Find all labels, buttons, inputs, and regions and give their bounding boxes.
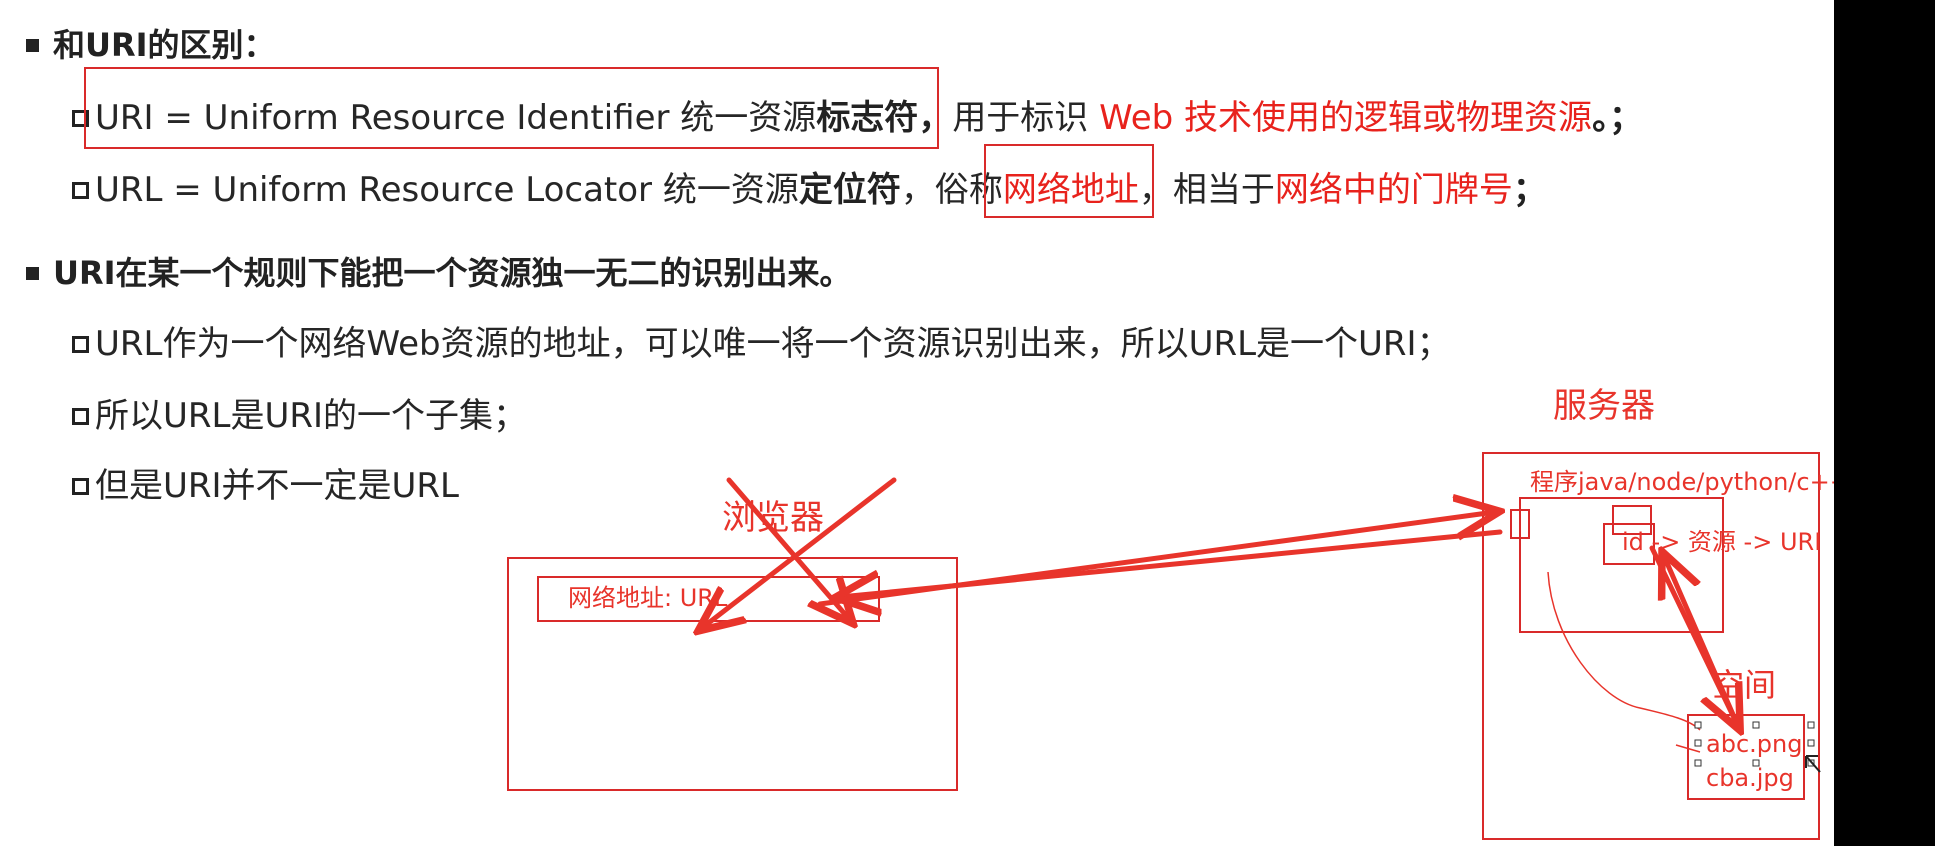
checkbox-bullet-icon (72, 478, 89, 495)
checkbox-bullet-icon (72, 182, 89, 199)
list-item: 但是URI并不一定是URL (72, 458, 459, 507)
list-item: 所以URL是URI的一个子集； (72, 388, 527, 437)
url-line-suffix: ； (1512, 170, 1547, 210)
cross-arrow-down-left (702, 477, 897, 628)
right-black-panel (1834, 0, 1935, 846)
url-line-red1: 网络地址 (1002, 170, 1139, 210)
selection-handle (1752, 721, 1760, 729)
list-item-text: 但是URI并不一定是URL (95, 466, 459, 506)
selection-handle (1807, 739, 1815, 747)
checkbox-bullet-icon (72, 110, 89, 127)
uri-definition-line: URI = Uniform Resource Identifier 统一资源标志… (72, 90, 1643, 139)
square-bullet-icon (26, 39, 39, 52)
selection-handle (1694, 739, 1702, 747)
selection-handle (1807, 721, 1815, 729)
url-line-red2: 网络中的门牌号 (1274, 170, 1513, 210)
uri-line-suffix: 。； (1592, 98, 1644, 138)
uri-highlight-box (84, 67, 939, 149)
resource-return-arrow (1664, 556, 1741, 729)
url-line-prefix: URL = Uniform Resource Locator 统一资源 (95, 170, 799, 210)
list-item-text: URL作为一个网络Web资源的地址，可以唯一将一个资源识别出来，所以URL是一个… (95, 324, 1451, 364)
checkbox-bullet-icon (72, 336, 89, 353)
uri-line-prefix: URI = Uniform Resource Identifier 统一资源 (95, 98, 817, 138)
list-item: URL作为一个网络Web资源的地址，可以唯一将一个资源识别出来，所以URL是一个… (72, 316, 1451, 365)
uri-line-bold: 标志符 (816, 98, 919, 138)
response-arrow (840, 529, 1503, 597)
url-line-mid2: ，相当于 (1138, 170, 1275, 210)
server-box (1482, 452, 1820, 840)
url-definition-line: URL = Uniform Resource Locator 统一资源定位符，俗… (72, 162, 1547, 211)
heading-text: 和URI的区别： (53, 26, 276, 64)
file-cba: cba.jpg (1706, 764, 1794, 792)
heading-text: URI在某一个规则下能把一个资源独一无二的识别出来。 (53, 254, 852, 292)
curve-stroke (1547, 571, 1701, 731)
id-box (1603, 523, 1655, 565)
small-stroke (1675, 744, 1701, 753)
storage-box (1687, 714, 1805, 800)
square-bullet-icon (26, 267, 39, 280)
id-inner-box (1612, 505, 1652, 535)
cross-arrow-down-right (726, 477, 850, 620)
selection-handle (1694, 759, 1702, 767)
heading-uri-identification: URI在某一个规则下能把一个资源独一无二的识别出来。 (26, 248, 852, 294)
uri-line-comma: ， (918, 98, 953, 138)
heading-uri-difference: 和URI的区别： (26, 20, 276, 66)
address-highlight-box (984, 144, 1154, 218)
uri-line-red: Web 技术使用的逻辑或物理资源 (1099, 98, 1593, 138)
url-line-bold: 定位符 (798, 170, 901, 210)
selection-handle (1752, 759, 1760, 767)
selection-handle (1694, 721, 1702, 729)
uri-line-mid: 用于标识 (952, 98, 1100, 138)
list-item-text: 所以URL是URI的一个子集； (95, 396, 527, 436)
resize-cursor-icon (1805, 755, 1821, 773)
checkbox-bullet-icon (72, 408, 89, 425)
server-label: 服务器 (1553, 386, 1655, 426)
server-port-box (1510, 509, 1530, 539)
program-label: 程序java/node/python/c++ (1530, 468, 1850, 496)
program-box (1519, 497, 1724, 633)
browser-window-box (507, 557, 958, 791)
